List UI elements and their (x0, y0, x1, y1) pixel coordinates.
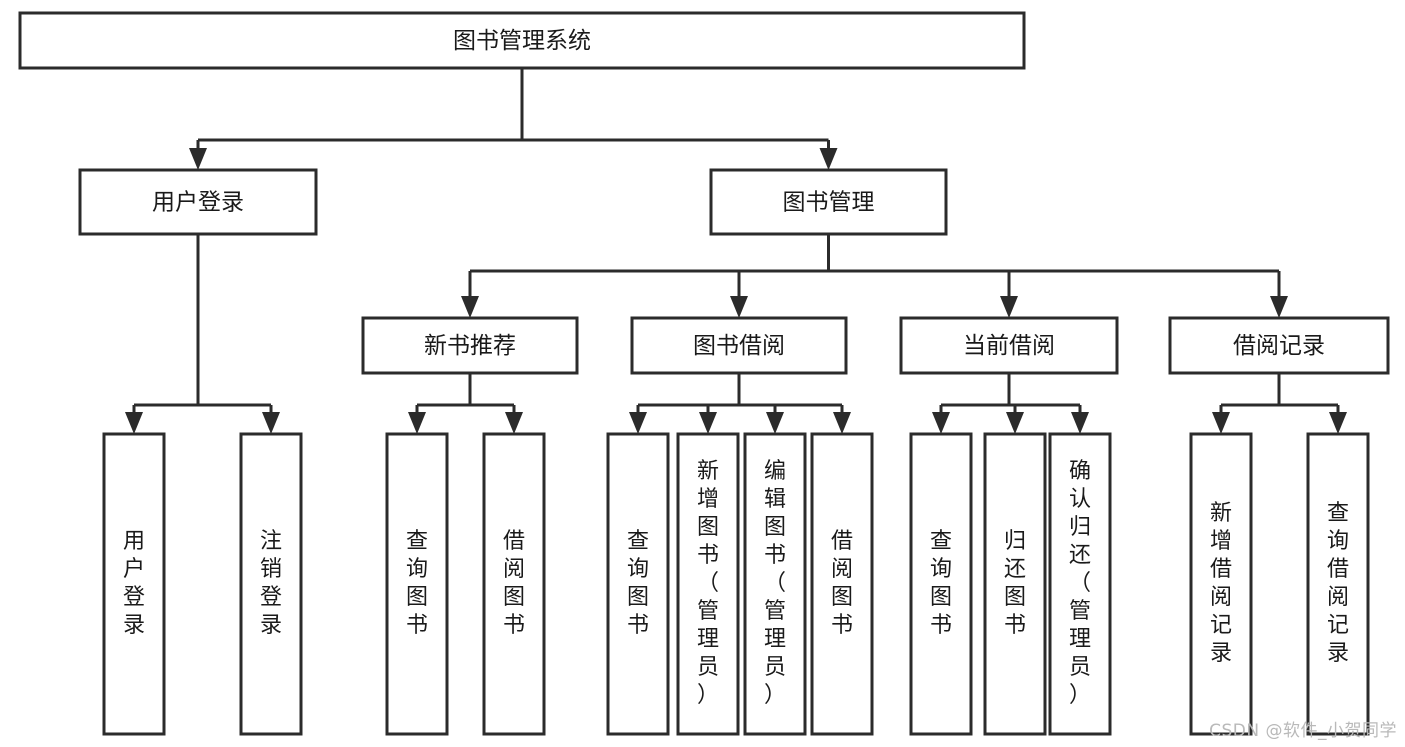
arrow-head-icon (766, 412, 784, 434)
node-leaf-add-book[interactable]: 新增图书（管理员） (676, 432, 740, 736)
node-book-borrow-label: 图书借阅 (693, 333, 785, 359)
node-new-book-recommend-box (361, 316, 579, 375)
node-leaf-query-record-label: 查询借阅记录 (1327, 501, 1349, 666)
nodes-layer: 图书管理系统用户登录图书管理新书推荐图书借阅当前借阅借阅记录用户登录注销登录查询… (18, 11, 1390, 736)
node-book-manage[interactable]: 图书管理 (709, 168, 948, 236)
node-current-borrow-label: 当前借阅 (963, 333, 1055, 359)
node-new-book-recommend[interactable]: 新书推荐 (361, 316, 579, 375)
node-current-borrow-box (899, 316, 1119, 375)
node-leaf-add-record[interactable]: 新增借阅记录 (1189, 432, 1253, 736)
node-leaf-add-record-label: 新增借阅记录 (1210, 501, 1232, 666)
arrow-head-icon (1071, 412, 1089, 434)
arrow-head-icon (1000, 296, 1018, 318)
node-leaf-edit-book-box (743, 432, 807, 736)
node-user-login-box (78, 168, 318, 236)
connectors-layer (125, 68, 1347, 434)
node-leaf-user-login[interactable]: 用户登录 (102, 432, 166, 736)
node-leaf-edit-book-label: 编辑图书（管理员） (764, 459, 786, 708)
node-book-manage-box (709, 168, 948, 236)
node-leaf-add-book-label: 新增图书（管理员） (697, 459, 719, 708)
arrow-head-icon (461, 296, 479, 318)
arrow-head-icon (932, 412, 950, 434)
node-leaf-query-book-2[interactable]: 查询图书 (606, 432, 670, 736)
arrow-head-icon (699, 412, 717, 434)
node-leaf-edit-book[interactable]: 编辑图书（管理员） (743, 432, 807, 736)
arrow-head-icon (629, 412, 647, 434)
node-borrow-record-label: 借阅记录 (1233, 333, 1325, 359)
arrow-head-icon (408, 412, 426, 434)
node-leaf-confirm-return-label: 确认归还（管理员） (1069, 459, 1091, 708)
node-leaf-return-book-label: 归还图书 (1004, 529, 1026, 638)
node-root-system-label: 图书管理系统 (453, 28, 591, 54)
node-leaf-query-book-1-box (385, 432, 449, 736)
node-leaf-return-book[interactable]: 归还图书 (983, 432, 1047, 736)
node-user-login[interactable]: 用户登录 (78, 168, 318, 236)
node-leaf-borrow-book-2-label: 借阅图书 (831, 529, 853, 638)
node-book-borrow[interactable]: 图书借阅 (630, 316, 848, 375)
node-leaf-query-book-3-box (909, 432, 973, 736)
node-leaf-logout-label: 注销登录 (260, 529, 282, 638)
arrow-head-icon (1212, 412, 1230, 434)
node-leaf-borrow-book-2-box (810, 432, 874, 736)
node-book-manage-label: 图书管理 (783, 190, 875, 216)
node-leaf-confirm-return-box (1048, 432, 1112, 736)
node-leaf-query-book-1-label: 查询图书 (406, 529, 428, 638)
arrow-head-icon (730, 296, 748, 318)
node-leaf-query-record[interactable]: 查询借阅记录 (1306, 432, 1370, 736)
node-leaf-query-book-2-box (606, 432, 670, 736)
node-leaf-query-book-3-label: 查询图书 (930, 529, 952, 638)
node-leaf-return-book-box (983, 432, 1047, 736)
arrow-head-icon (1329, 412, 1347, 434)
node-leaf-user-login-label: 用户登录 (123, 529, 145, 638)
arrow-head-icon (505, 412, 523, 434)
arrow-head-icon (189, 148, 207, 170)
watermark-label: CSDN @软件_小贺同学 (1209, 721, 1397, 741)
node-leaf-add-book-box (676, 432, 740, 736)
node-leaf-confirm-return[interactable]: 确认归还（管理员） (1048, 432, 1112, 736)
arrow-head-icon (833, 412, 851, 434)
node-book-borrow-box (630, 316, 848, 375)
node-new-book-recommend-label: 新书推荐 (424, 333, 516, 359)
node-root-system-box (18, 11, 1026, 70)
node-leaf-logout[interactable]: 注销登录 (239, 432, 303, 736)
node-leaf-borrow-book-1-box (482, 432, 546, 736)
arrow-head-icon (1270, 296, 1288, 318)
node-current-borrow[interactable]: 当前借阅 (899, 316, 1119, 375)
arrow-head-icon (1006, 412, 1024, 434)
node-leaf-borrow-book-2[interactable]: 借阅图书 (810, 432, 874, 736)
arrow-head-icon (125, 412, 143, 434)
node-user-login-label: 用户登录 (152, 190, 244, 216)
node-root-system[interactable]: 图书管理系统 (18, 11, 1026, 70)
node-leaf-logout-box (239, 432, 303, 736)
node-leaf-borrow-book-1-label: 借阅图书 (503, 529, 525, 638)
node-leaf-query-record-box (1306, 432, 1370, 736)
node-leaf-add-record-box (1189, 432, 1253, 736)
node-leaf-query-book-3[interactable]: 查询图书 (909, 432, 973, 736)
arrow-head-icon (262, 412, 280, 434)
node-leaf-user-login-box (102, 432, 166, 736)
node-leaf-query-book-1[interactable]: 查询图书 (385, 432, 449, 736)
node-leaf-borrow-book-1[interactable]: 借阅图书 (482, 432, 546, 736)
node-borrow-record[interactable]: 借阅记录 (1168, 316, 1390, 375)
node-leaf-query-book-2-label: 查询图书 (627, 529, 649, 638)
node-borrow-record-box (1168, 316, 1390, 375)
arrow-head-icon (819, 148, 838, 170)
